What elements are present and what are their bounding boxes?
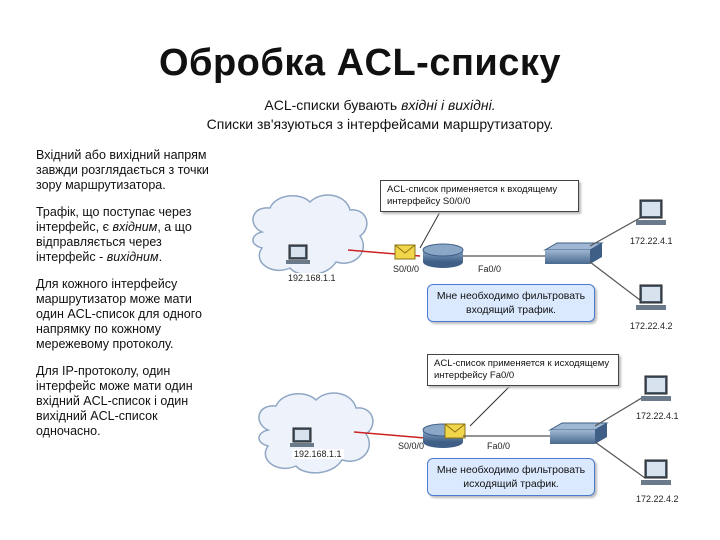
subtitle-line-2: Списки зв'язуються з інтерфейсами маршру… — [206, 116, 554, 132]
diagram-bottom — [258, 375, 671, 485]
diagram-top — [252, 194, 666, 310]
text-fragment: , а що відправляється через інтерфейс - — [36, 220, 192, 264]
switch-icon — [543, 242, 604, 264]
pc-icon — [636, 199, 666, 225]
paragraph-ip-protocol: Для IP-протоколу, один інтерфейс може ма… — [36, 364, 193, 438]
ethernet-link — [594, 441, 646, 479]
ethernet-link — [594, 395, 646, 427]
text-fragment: . — [158, 250, 163, 264]
cloud-left-top — [252, 194, 368, 276]
interface-serial-bottom: S0/0/0 — [398, 441, 425, 451]
interface-fa-bottom: Fa0/0 — [487, 441, 511, 451]
callout-pointer — [419, 211, 441, 249]
filter-envelope-icon — [444, 423, 466, 439]
note-outbound: Мне необходимо фильтровать исходящий тра… — [427, 458, 595, 496]
host-ip-left-top: 192.168.1.1 — [286, 273, 338, 283]
host-ip-right-1-bottom: 172.22.4.1 — [636, 411, 679, 421]
host-ip-right-2-top: 172.22.4.2 — [630, 321, 673, 331]
callout-inbound-acl: ACL-список применяется к входящему интер… — [380, 180, 579, 212]
text-italic: вхідним — [112, 220, 158, 234]
serial-link — [353, 431, 426, 439]
cloud-left-bottom — [258, 392, 374, 474]
host-ip-left-bottom: 192.168.1.1 — [292, 449, 344, 459]
subtitle: ACL-списки бувають вхідні і вихідні. Спи… — [120, 96, 640, 134]
ethernet-link — [589, 261, 641, 301]
host-ip-right-1-top: 172.22.4.1 — [630, 236, 673, 246]
interface-fa-top: Fa0/0 — [478, 264, 502, 274]
pc-icon — [286, 244, 310, 264]
callout-pointer — [469, 385, 511, 427]
router-icon — [422, 243, 464, 268]
explanation-text: Вхідний або вихідний напрям завжди розгл… — [36, 148, 221, 451]
host-ip-right-2-bottom: 172.22.4.2 — [636, 494, 679, 504]
subtitle-italic: вхідні і вихідні. — [401, 97, 496, 113]
callout-outbound-acl: ACL-список применяется к исходящему инте… — [427, 354, 619, 386]
note-inbound: Мне необходимо фильтровать входящий траф… — [427, 284, 595, 322]
paragraph-per-interface: Для кожного інтерфейсу маршрутизатор мож… — [36, 277, 202, 351]
ethernet-link — [589, 217, 641, 247]
filter-envelope-icon — [394, 244, 416, 260]
text-italic: вихідним — [106, 250, 159, 264]
pc-icon — [641, 459, 671, 485]
pc-icon — [641, 375, 671, 401]
page-title: Обробка ACL-списку — [158, 42, 562, 84]
paragraph-traffic: Трафік, що поступає через інтерфейс, є в… — [36, 205, 221, 265]
pc-icon — [290, 427, 314, 447]
subtitle-text: ACL-списки бувають — [264, 97, 402, 113]
pc-icon — [636, 284, 666, 310]
text-fragment: Трафік, що поступає через інтерфейс, є — [36, 205, 192, 234]
switch-icon — [548, 422, 609, 444]
paragraph-direction: Вхідний або вихідний напрям завжди розгл… — [36, 148, 209, 192]
interface-serial-top: S0/0/0 — [393, 264, 420, 274]
